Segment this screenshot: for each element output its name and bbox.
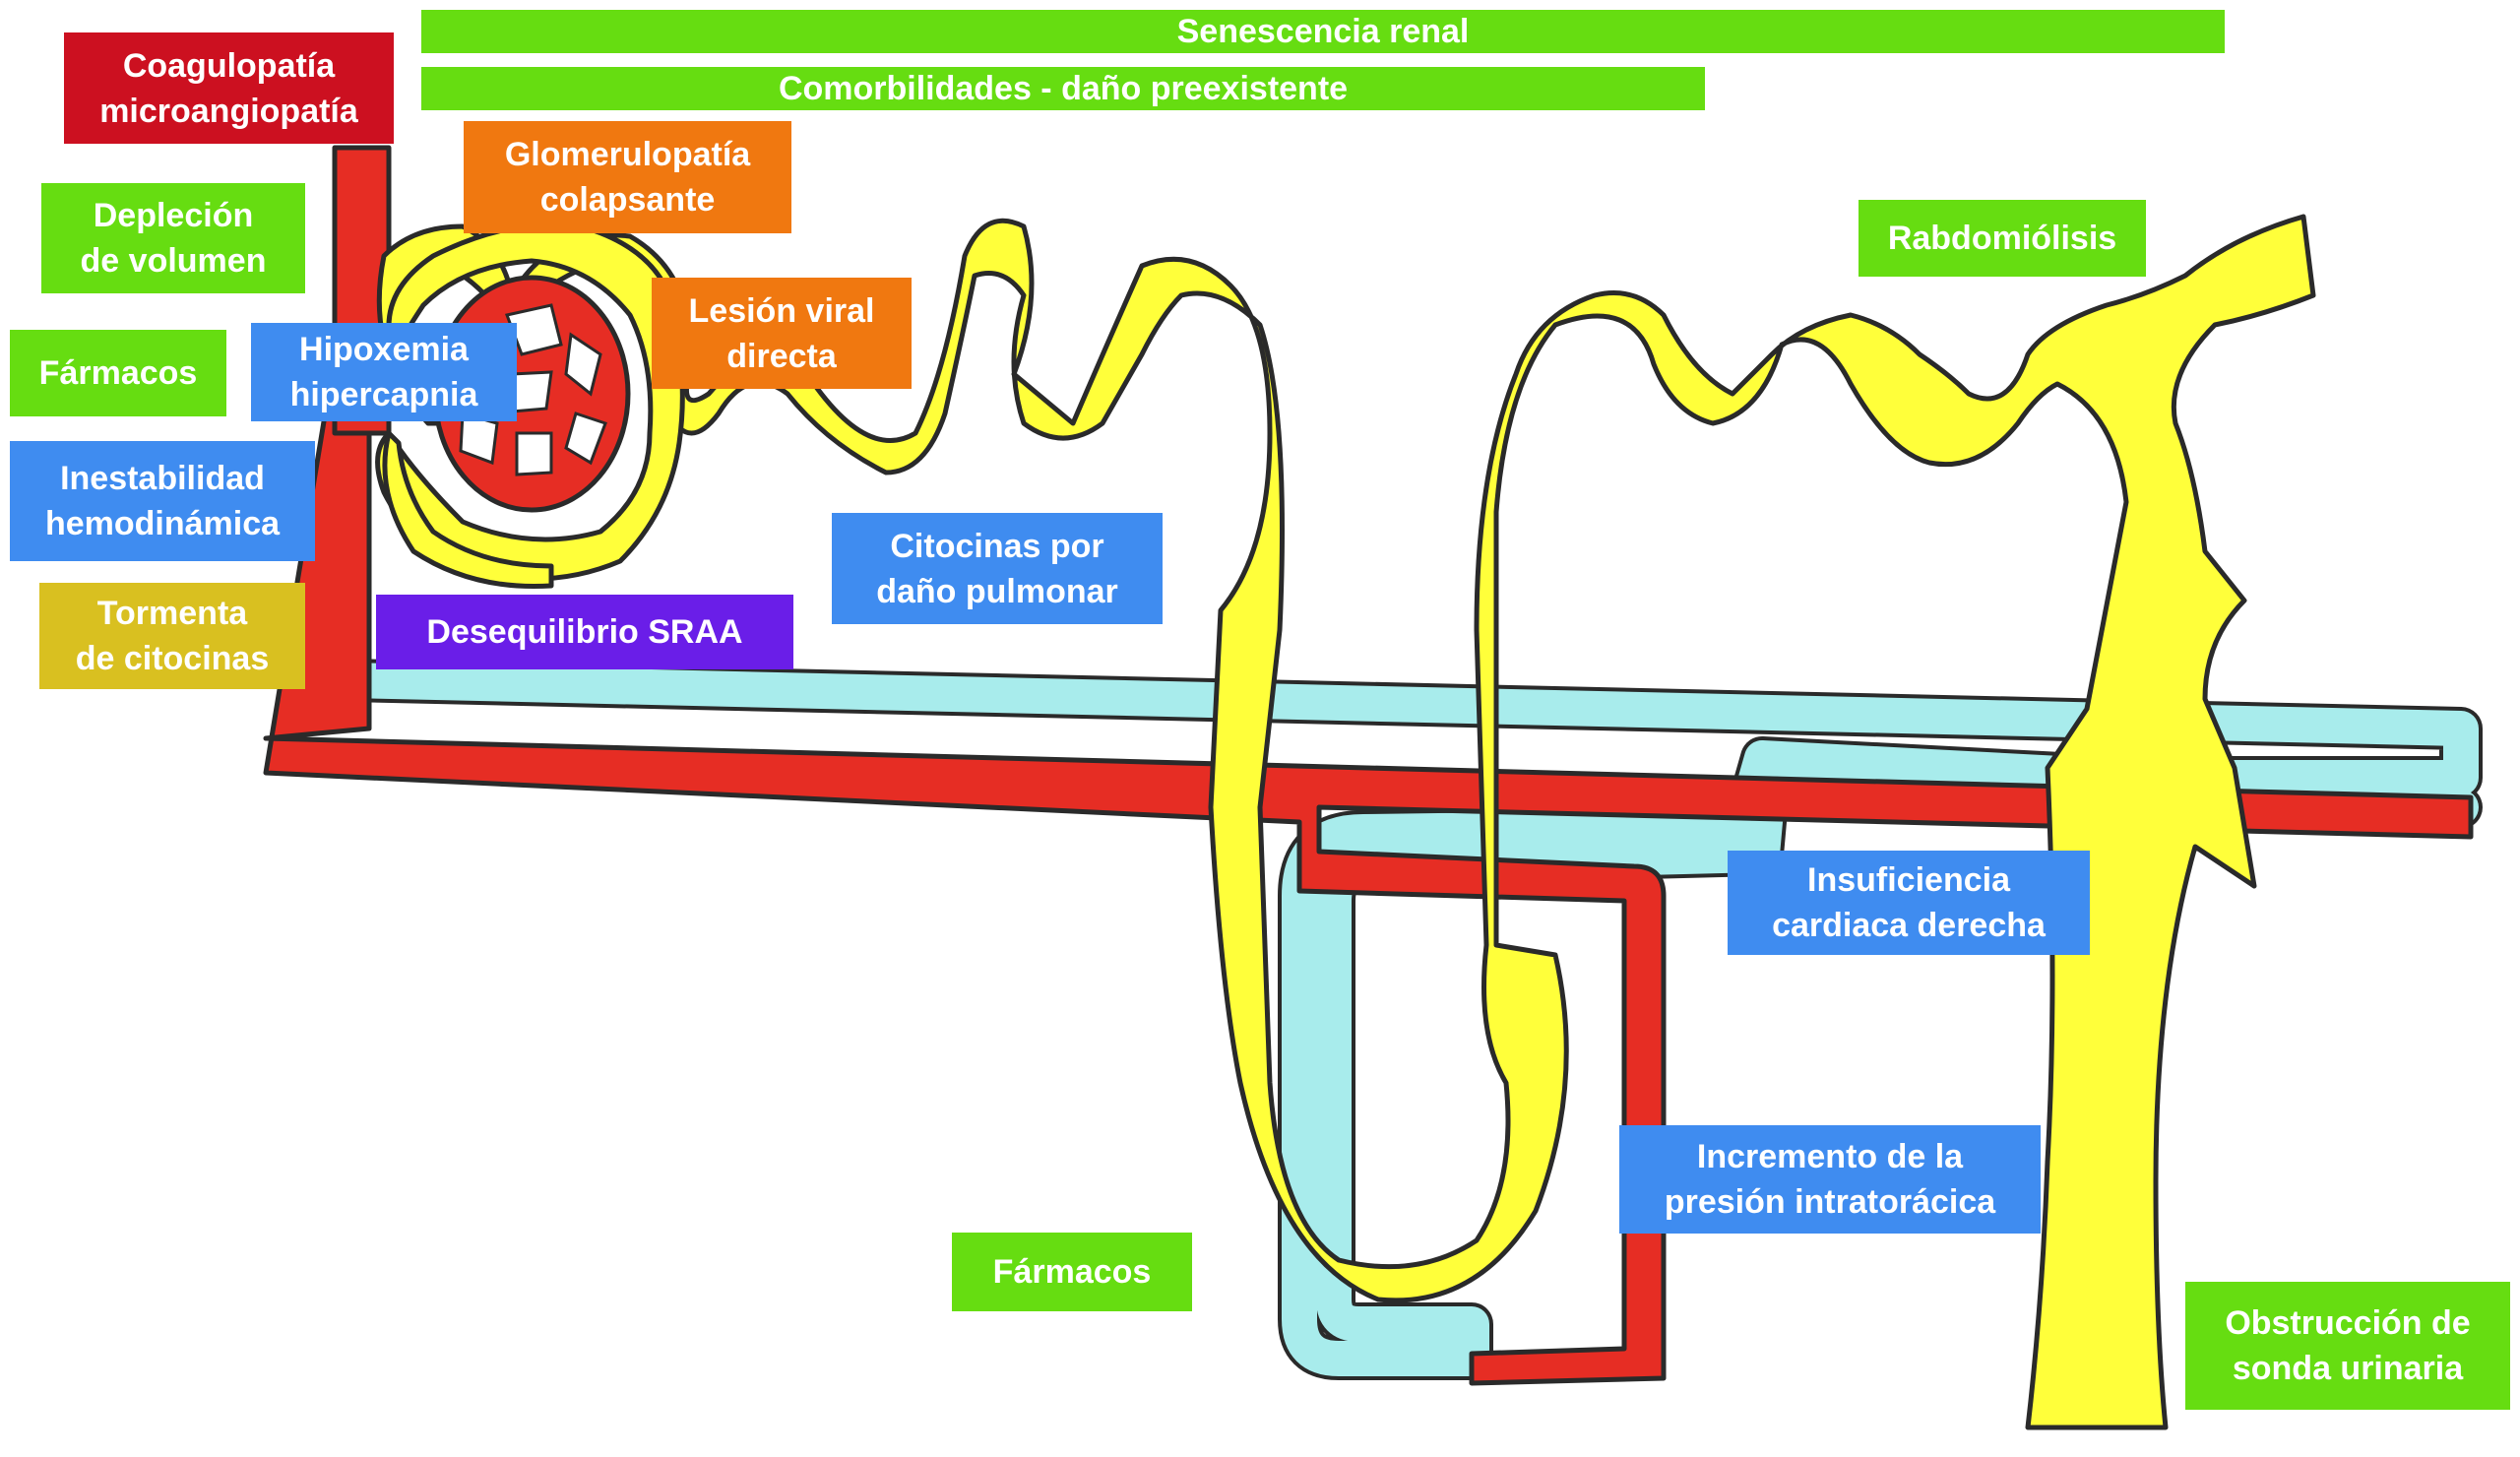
label-hipoxemia: Hipoxemia hipercapnia	[251, 323, 517, 421]
label-tormenta: Tormenta de citocinas	[39, 583, 305, 689]
label-farmacos-bottom: Fármacos	[952, 1233, 1192, 1311]
label-inestabilidad: Inestabilidad hemodinámica	[10, 441, 315, 561]
label-comorbilidades: Comorbilidades - daño preexistente	[421, 67, 1705, 110]
label-lesion-viral: Lesión viral directa	[652, 278, 912, 389]
label-rabdomiolisis: Rabdomiólisis	[1858, 200, 2146, 277]
label-desequilibrio: Desequilibrio SRAA	[376, 595, 793, 669]
renal-tubule	[376, 214, 2316, 1430]
label-insuficiencia: Insuficiencia cardiaca derecha	[1728, 851, 2090, 955]
label-deplecion: Depleción de volumen	[41, 183, 305, 293]
label-incremento: Incremento de la presión intratorácica	[1619, 1125, 2041, 1234]
label-glomerulopatia: Glomerulopatía colapsante	[464, 121, 791, 233]
bowman-capsule-lower	[382, 430, 554, 590]
label-senescencia: Senescencia renal	[421, 10, 2225, 53]
glomerular-capillaries	[459, 303, 607, 476]
bowman-capsule	[375, 222, 685, 582]
label-obstruccion: Obstrucción de sonda urinaria	[2185, 1282, 2510, 1410]
label-farmacos-top: Fármacos	[10, 330, 226, 416]
label-coagulopatia: Coagulopatía microangiopatía	[64, 32, 394, 144]
label-citocinas-pulmonar: Citocinas por daño pulmonar	[832, 513, 1163, 624]
